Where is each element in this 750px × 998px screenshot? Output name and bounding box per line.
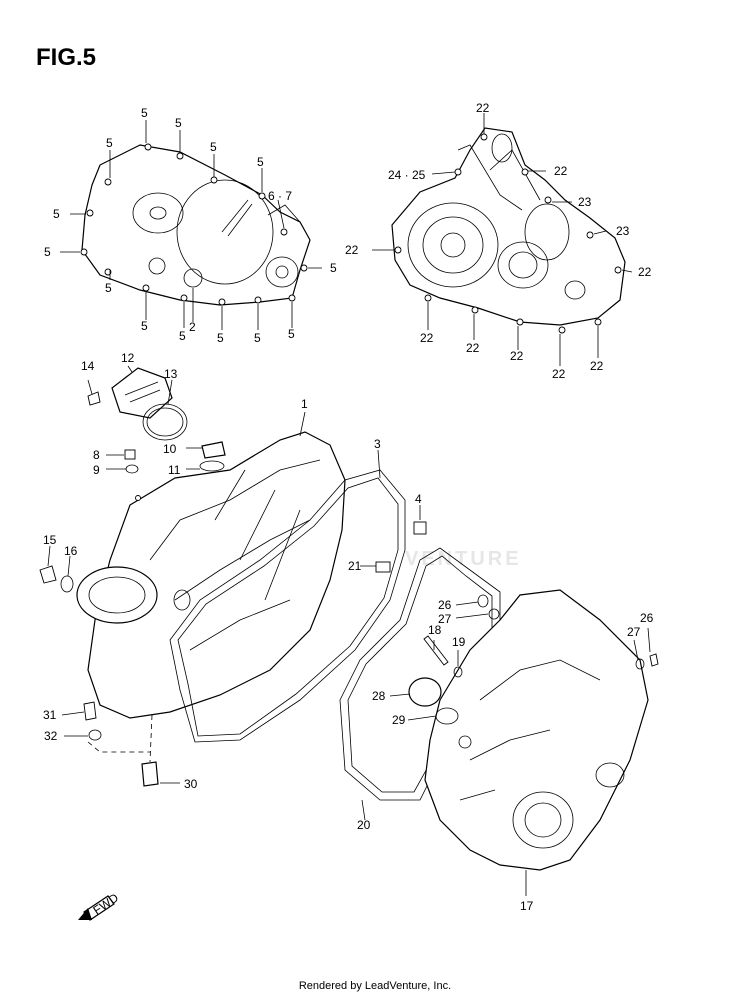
part-label: 11 xyxy=(168,463,181,477)
fwd-label: FWD xyxy=(90,890,121,917)
part-label: 22 xyxy=(510,349,524,363)
part-label: 6 · 7 xyxy=(268,189,292,203)
part-label: 5 xyxy=(53,207,60,221)
part-label: 26 xyxy=(438,598,452,612)
part-label: 5 xyxy=(141,319,148,333)
part-label: 5 xyxy=(254,331,261,345)
part-label: 31 xyxy=(43,708,57,722)
part-label: 9 xyxy=(93,463,100,477)
part-label: 5 xyxy=(105,281,112,295)
part-label: 22 xyxy=(420,331,434,345)
part-label: 10 xyxy=(163,442,177,456)
part-label: 5 xyxy=(106,136,113,150)
part-label: 30 xyxy=(184,777,198,791)
gasket-drawing-3 xyxy=(169,469,406,743)
part-label: 5 xyxy=(288,327,295,341)
clutch-cover-drawing xyxy=(60,120,322,330)
part-label: 5 xyxy=(44,245,51,259)
fwd-arrow-icon: FWD xyxy=(78,890,121,921)
part-label: 28 xyxy=(372,689,386,703)
part-label: 5 xyxy=(217,331,224,345)
crankcase-drawing-17 xyxy=(375,521,659,871)
part-number-labels: 5 5 5 5 5 5 5 5 5 5 5 5 5 5 6 · 7 2 22 2… xyxy=(43,101,654,913)
part-label: 1 xyxy=(301,397,308,411)
figure-title: FIG.5 xyxy=(36,44,97,71)
part-label: 22 xyxy=(552,367,566,381)
part-label: 16 xyxy=(64,544,78,558)
magneto-cover-drawing xyxy=(372,113,633,366)
part-label: 22 xyxy=(590,359,604,373)
part-label: 5 xyxy=(330,261,337,275)
part-label: 26 xyxy=(640,611,654,625)
part-label: 23 xyxy=(578,195,592,209)
part-label: 5 xyxy=(257,155,264,169)
footer-credit: Rendered by LeadVenture, Inc. xyxy=(298,980,452,992)
part-label: 19 xyxy=(452,635,466,649)
part-label: 22 xyxy=(345,243,359,257)
part-label: 22 xyxy=(554,164,568,178)
part-label: 14 xyxy=(81,359,95,373)
gasket-drawing-20 xyxy=(339,547,501,801)
part-label: 22 xyxy=(476,101,490,115)
part-label: 3 xyxy=(374,437,381,451)
part-label: 5 xyxy=(210,140,217,154)
part-label: 27 xyxy=(627,625,641,639)
part-label: 21 xyxy=(348,559,362,573)
part-label: 22 xyxy=(466,341,480,355)
watermark-text: VENTURE xyxy=(405,548,522,570)
part-label: 13 xyxy=(164,367,178,381)
part-label: 8 xyxy=(93,448,100,462)
part-label: 5 xyxy=(175,116,182,130)
part-label: 5 xyxy=(141,106,148,120)
part-label: 15 xyxy=(43,533,57,547)
part-label: 23 xyxy=(616,224,630,238)
part-label: 29 xyxy=(392,713,406,727)
part-label: 17 xyxy=(520,899,534,913)
leader-lines xyxy=(47,365,651,896)
part-label: 22 xyxy=(638,265,652,279)
part-label: 27 xyxy=(438,612,452,626)
part-label: 5 xyxy=(179,329,186,343)
part-label: 18 xyxy=(428,623,442,637)
part-label: 2 xyxy=(189,320,196,334)
crankcase-cover-drawing xyxy=(39,367,346,787)
part-label: 20 xyxy=(357,818,371,832)
part-label: 4 xyxy=(415,492,422,506)
part-label: 32 xyxy=(44,729,58,743)
part-label: 24 · 25 xyxy=(388,168,426,182)
part-label: 12 xyxy=(121,351,135,365)
